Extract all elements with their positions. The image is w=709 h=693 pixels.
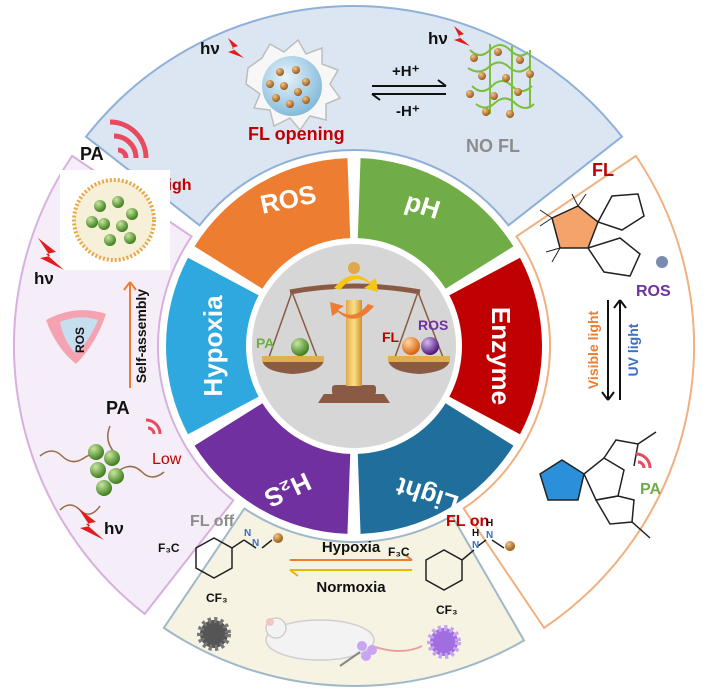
hv-left-label: hν (200, 39, 220, 58)
hypoxia-arrow-label: Hypoxia (322, 539, 381, 556)
right-fl-label: FL (592, 160, 614, 180)
hv-top-label: hν (34, 269, 54, 288)
exchange-arrows-icon (334, 275, 378, 292)
signal-waves-icon (109, 119, 149, 159)
uv-light-label: UV light (625, 323, 641, 376)
syringe-icon (339, 651, 361, 667)
fl-opening-label: FL opening (248, 124, 345, 144)
self-assembly-label: Self-assembly (133, 289, 149, 383)
normoxia-arrow-label: Normoxia (316, 579, 386, 596)
h-right-2: H (486, 518, 493, 529)
minus-h-label: -H⁺ (396, 103, 420, 120)
n-right-1: N (472, 540, 479, 551)
center-ros-label: ROS (418, 317, 448, 333)
lightning-icon (78, 508, 104, 540)
pa-ball (291, 338, 309, 356)
closed-ring (539, 459, 585, 501)
hypoxia-segment (166, 257, 259, 435)
n-left-1: N (252, 538, 259, 549)
lightning-icon (228, 38, 244, 58)
hv-right-label: hν (428, 29, 448, 48)
n-right-2: N (486, 530, 493, 541)
light-panel (462, 154, 695, 630)
mouse-body (265, 619, 375, 661)
fl-on-label: FL on (446, 513, 489, 530)
benzene-right (425, 549, 463, 591)
enzyme-segment (449, 257, 542, 435)
balance-scale: PA FL ROS (256, 262, 450, 403)
h-right-1: H (472, 528, 479, 539)
nanoparticle (72, 178, 156, 262)
ros-panel-content: PA High hν ROS Self-assembly PA Low (34, 119, 192, 540)
ph-panel (84, 5, 624, 227)
left-ros-label: ROS (73, 327, 87, 353)
plus-h-label: +H⁺ (392, 63, 420, 80)
f3c-right-label: F₃C (388, 545, 410, 559)
center-pa-label: PA (256, 335, 274, 351)
cf3-left-label: CF₃ (206, 591, 228, 605)
signal-waves-icon (635, 452, 652, 469)
no-fl-label: NO FL (466, 136, 520, 156)
ros-ball (421, 337, 439, 355)
tumor-cells (357, 641, 377, 661)
cyclopentene-ring (551, 205, 599, 249)
benzene-left (195, 537, 233, 579)
fl-off-gear-icon (197, 617, 231, 651)
f3c-left-label: F₃C (158, 541, 180, 555)
pa-bottom-label: PA (106, 398, 130, 418)
lightning-icon (38, 238, 64, 270)
ph-segment (357, 158, 514, 289)
fl-off-label: FL off (190, 513, 235, 530)
fl-ball (402, 337, 420, 355)
ros-segment (194, 158, 351, 289)
right-pa-label: PA (640, 481, 661, 498)
visible-light-label: Visible light (585, 311, 601, 390)
n-left-2: N (244, 528, 251, 539)
light-panel-content: FL ROS Visible light UV light PA (539, 160, 671, 539)
hypoxia-panel-content: FL off FL on N N F₃C CF₃ Hypoxia Normoxi… (158, 513, 515, 667)
right-ros-label: ROS (636, 283, 671, 300)
polymer-chains (467, 44, 535, 114)
ph-panel-content: hν FL opening +H⁺ -H⁺ hν NO FL (200, 26, 535, 156)
signal-waves-icon (145, 418, 162, 435)
ros-dot (656, 256, 668, 268)
center-fl-label: FL (382, 329, 400, 345)
segment-enzyme-label: Enzyme (486, 307, 516, 405)
hv-bottom-label: hν (104, 519, 124, 538)
cf3-right-label: CF₃ (436, 603, 458, 617)
pa-top-label: PA (80, 144, 104, 164)
lightning-icon (454, 26, 470, 46)
outer-panels (13, 5, 695, 687)
light-segment (357, 403, 514, 534)
fl-on-gear-icon (427, 625, 461, 659)
h2s-segment (194, 403, 351, 534)
inner-ring (166, 158, 542, 534)
segment-hypoxia-label: Hypoxia (198, 295, 228, 397)
ros-panel (13, 154, 235, 616)
low-label: Low (152, 451, 182, 468)
